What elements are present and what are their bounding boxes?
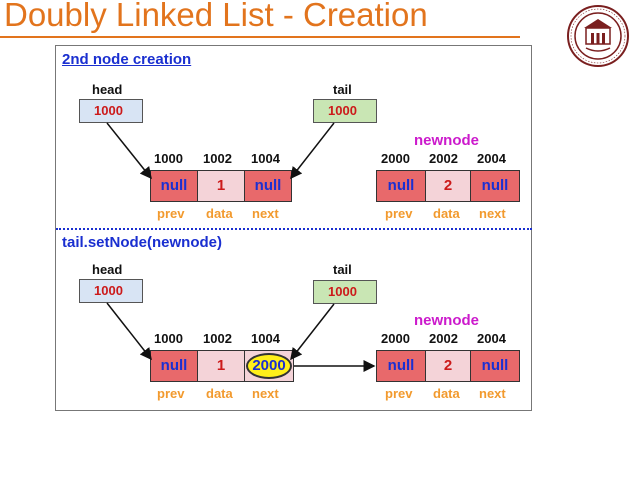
node1-next-value: 2000 bbox=[252, 357, 286, 374]
node1-data-cell: 1 bbox=[197, 170, 245, 202]
slide-title: Doubly Linked List - Creation bbox=[4, 0, 428, 33]
head-value: 1000 bbox=[94, 283, 123, 298]
node1-addr-prev: 1000 bbox=[154, 331, 183, 346]
node2-addr-prev: 2000 bbox=[381, 331, 410, 346]
node1-addr-prev: 1000 bbox=[154, 151, 183, 166]
tail-value: 1000 bbox=[328, 103, 357, 118]
section-title-node-creation: 2nd node creation bbox=[62, 51, 192, 68]
node1-field-data: data bbox=[206, 386, 233, 401]
node1-addr-next: 1004 bbox=[251, 151, 280, 166]
newnode-label: newnode bbox=[414, 312, 480, 329]
node1-field-prev: prev bbox=[157, 206, 185, 221]
node1-field-next: next bbox=[252, 206, 279, 221]
node1-next-cell: 2000 bbox=[244, 350, 294, 382]
node1-prev-cell: null bbox=[150, 170, 198, 202]
changed-value-highlight bbox=[246, 353, 292, 379]
node2-addr-prev: 2000 bbox=[381, 151, 410, 166]
node2-field-prev: prev bbox=[385, 386, 413, 401]
node2-data-cell: 2 bbox=[425, 350, 471, 382]
head-pointer-box: 1000 bbox=[79, 279, 143, 303]
node1-prev-cell: null bbox=[150, 350, 198, 382]
node2-field-next: next bbox=[479, 386, 506, 401]
node1-next-cell: null bbox=[244, 170, 292, 202]
node2-addr-next: 2004 bbox=[477, 151, 506, 166]
node2-prev-cell: null bbox=[376, 350, 426, 382]
tail-pointer-box: 1000 bbox=[313, 280, 377, 304]
newnode-label: newnode bbox=[414, 132, 480, 149]
tail-label: tail bbox=[333, 82, 352, 97]
title-underline bbox=[0, 36, 520, 38]
head-label: head bbox=[92, 82, 123, 97]
node2-field-next: next bbox=[479, 206, 506, 221]
node2-data-cell: 2 bbox=[425, 170, 471, 202]
node2-next-cell: null bbox=[470, 170, 520, 202]
head-arrow bbox=[106, 122, 152, 180]
node2-next-cell: null bbox=[470, 350, 520, 382]
node1-addr-data: 1002 bbox=[203, 151, 232, 166]
node1-field-data: data bbox=[206, 206, 233, 221]
section-title-set-node: tail.setNode(newnode) bbox=[62, 234, 223, 251]
tail-value: 1000 bbox=[328, 284, 357, 299]
node2-field-data: data bbox=[433, 206, 460, 221]
node1-field-prev: prev bbox=[157, 386, 185, 401]
head-value: 1000 bbox=[94, 103, 123, 118]
node2-field-prev: prev bbox=[385, 206, 413, 221]
tail-arrow bbox=[290, 303, 335, 361]
node2-addr-data: 2002 bbox=[429, 331, 458, 346]
node2-field-data: data bbox=[433, 386, 460, 401]
node1-addr-next: 1004 bbox=[251, 331, 280, 346]
head-pointer-box: 1000 bbox=[79, 99, 143, 123]
node2-addr-data: 2002 bbox=[429, 151, 458, 166]
head-arrow bbox=[106, 302, 152, 361]
tail-pointer-box: 1000 bbox=[313, 99, 377, 123]
head-label: head bbox=[92, 262, 123, 277]
section-separator bbox=[56, 228, 532, 230]
tail-label: tail bbox=[333, 262, 352, 277]
node2-addr-next: 2004 bbox=[477, 331, 506, 346]
node1-data-cell: 1 bbox=[197, 350, 245, 382]
node1-field-next: next bbox=[252, 386, 279, 401]
university-seal-icon bbox=[567, 5, 629, 67]
node1-addr-data: 1002 bbox=[203, 331, 232, 346]
tail-arrow bbox=[290, 122, 335, 180]
node2-prev-cell: null bbox=[376, 170, 426, 202]
